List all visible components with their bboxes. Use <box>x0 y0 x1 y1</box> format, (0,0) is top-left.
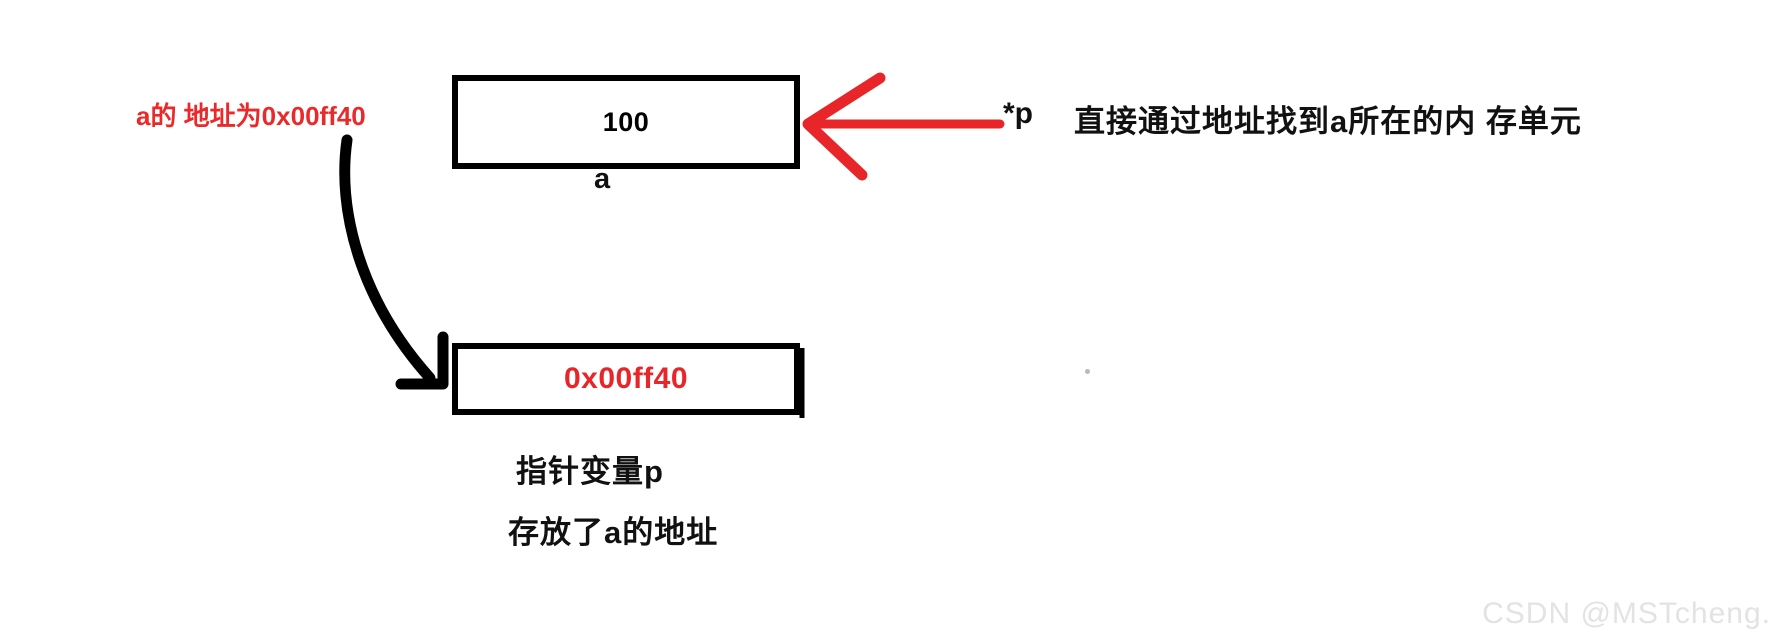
memory-box-a-value: 100 <box>602 106 650 137</box>
memory-box-p-value: 0x00ff40 <box>563 362 689 395</box>
dereference-symbol-label: *p <box>1003 97 1033 130</box>
stray-dot-artifact <box>1085 369 1090 374</box>
pointer-holds-address-caption: 存放了a的地址 <box>508 515 719 550</box>
pointer-variable-caption: 指针变量p <box>516 454 664 489</box>
memory-box-a: 100 <box>452 75 800 169</box>
address-of-a-label: a的 地址为0x00ff40 <box>136 101 366 131</box>
csdn-watermark: CSDN @MSTcheng. <box>1482 597 1771 630</box>
dereference-description-label: 直接通过地址找到a所在的内 存单元 <box>1074 104 1582 139</box>
red-deref-arrow <box>802 72 1005 181</box>
black-curved-address-arrow <box>339 134 449 390</box>
memory-box-a-caption: a <box>594 163 611 195</box>
memory-box-p: 0x00ff40 <box>452 343 800 415</box>
